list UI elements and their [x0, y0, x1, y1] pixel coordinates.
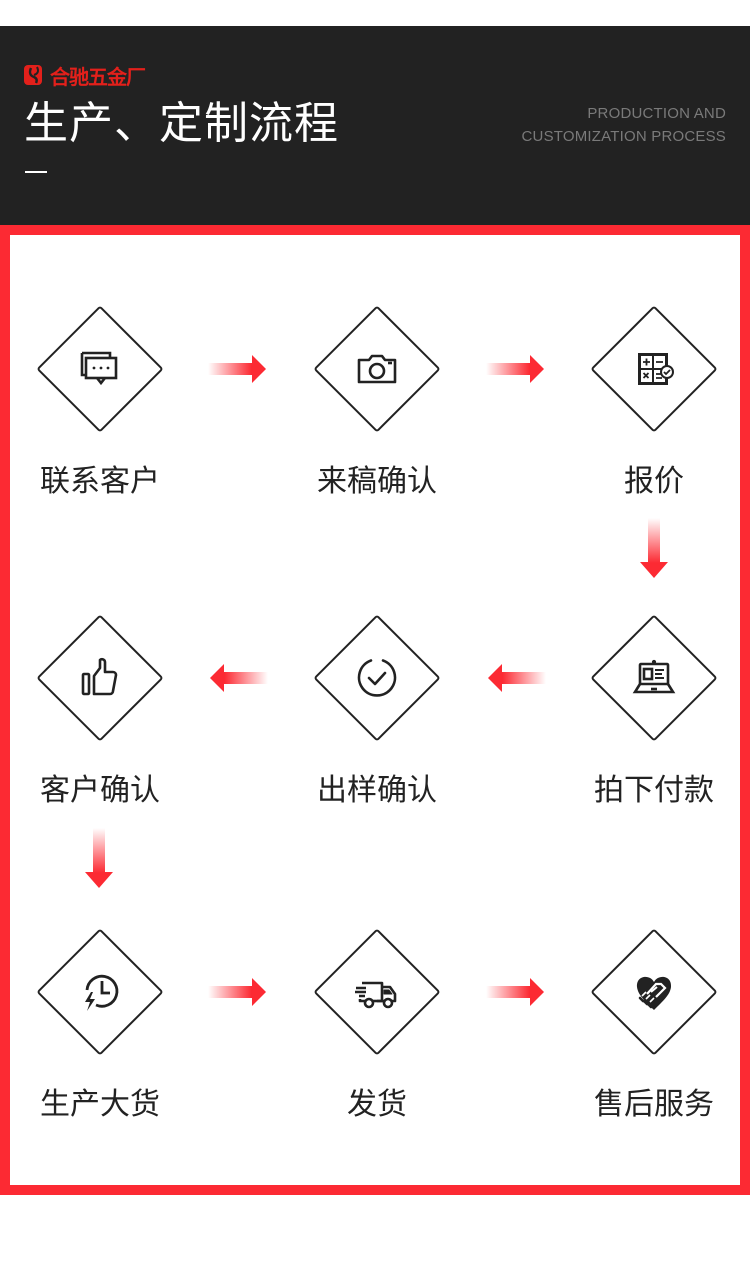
laptop-icon	[630, 654, 678, 702]
step-quotation: 报价	[584, 305, 724, 524]
arrow-right-icon	[208, 354, 268, 384]
arrow-right-icon	[486, 354, 546, 384]
process-frame	[0, 225, 750, 1195]
arrow-left-icon	[208, 663, 268, 693]
step-label: 来稿确认	[317, 464, 437, 499]
page-title: 生产、定制流程	[24, 98, 339, 149]
step-mass-production: 生产大货	[30, 928, 170, 1147]
brand-name: 合驰五金厂	[50, 64, 146, 89]
step-label: 客户确认	[40, 773, 160, 808]
step-after-sales-service: 售后服务	[584, 928, 724, 1147]
calculator-check-icon	[630, 345, 678, 393]
process-panel	[10, 235, 740, 1185]
step-label: 发货	[347, 1087, 407, 1122]
arrow-left-icon	[486, 663, 546, 693]
delivery-truck-icon	[353, 968, 401, 1016]
clock-lightning-icon	[76, 968, 124, 1016]
step-label: 出样确认	[317, 773, 437, 808]
arrow-down-icon	[639, 518, 669, 580]
step-sample-confirmation: 出样确认	[307, 614, 447, 833]
step-draft-confirmation: 来稿确认	[307, 305, 447, 524]
arrow-right-icon	[208, 977, 268, 1007]
step-label: 拍下付款	[594, 773, 714, 808]
arrow-down-icon	[84, 828, 114, 890]
step-payment: 拍下付款	[584, 614, 724, 833]
subtitle-line-1: PRODUCTION AND	[587, 105, 726, 122]
step-label: 售后服务	[594, 1087, 714, 1122]
handshake-heart-icon	[630, 968, 678, 1016]
brand-logo: 合驰五金厂	[24, 62, 146, 89]
thumbs-up-icon	[76, 654, 124, 702]
check-circle-icon	[353, 654, 401, 702]
chat-bubbles-icon	[76, 345, 124, 393]
arrow-right-icon	[486, 977, 546, 1007]
page-subtitle: PRODUCTION AND CUSTOMIZATION PROCESS	[522, 102, 727, 148]
title-underline	[25, 171, 47, 173]
brand-mark-icon	[24, 63, 44, 87]
step-customer-confirmation: 客户确认	[30, 614, 170, 833]
step-label: 联系客户	[40, 464, 160, 499]
camera-icon	[353, 345, 401, 393]
page-header	[0, 26, 750, 225]
step-label: 报价	[624, 464, 684, 499]
step-shipping: 发货	[307, 928, 447, 1147]
subtitle-line-2: CUSTOMIZATION PROCESS	[521, 128, 726, 145]
step-label: 生产大货	[40, 1087, 160, 1122]
step-contact-customer: 联系客户	[30, 305, 170, 524]
